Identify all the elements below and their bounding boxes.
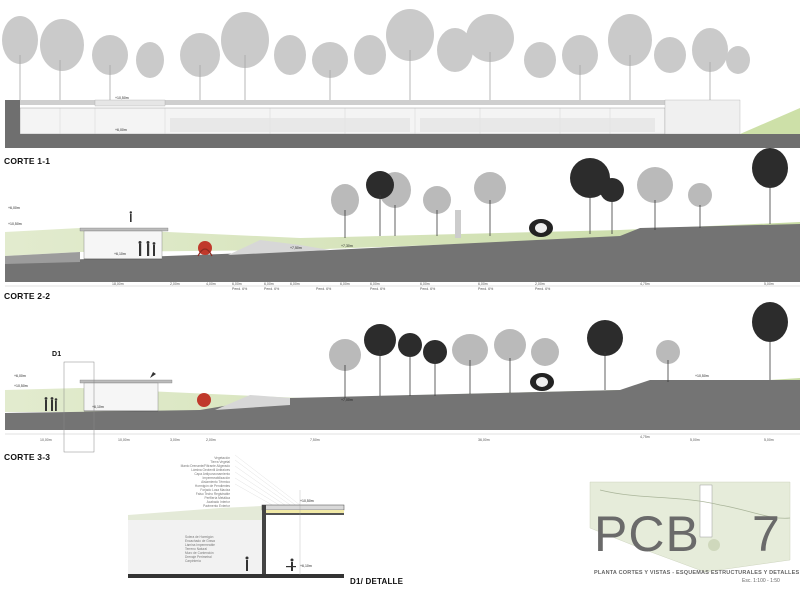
s2-dim-6: 6,00m <box>290 282 300 286</box>
s2-dim-1: 18,00m <box>112 282 124 286</box>
s2-dim-9: 6,00m <box>420 282 430 286</box>
s2-dim-8: 6,00m <box>370 282 380 286</box>
background-tree-band <box>2 9 750 78</box>
section-label-3: CORTE 3-3 <box>4 452 51 462</box>
s2-slope-3: Pend. 6% <box>316 287 332 291</box>
s3-dim-6: 36,00m <box>478 438 490 442</box>
s3-dim-2: 10,00m <box>118 438 130 442</box>
detail-marker-box <box>63 361 95 453</box>
s3-dim-1: 10,00m <box>40 438 52 442</box>
detail-note: Hormigón de Pendientes <box>194 484 230 488</box>
section-2-2-drawing <box>5 148 800 287</box>
s3-dim-8: 5,00m <box>690 438 700 442</box>
detail-note: Tierra Vegetal <box>210 460 230 464</box>
detail-note: Manto Drenante/Filtrante Aligerado <box>180 464 230 468</box>
s3-dim-3: 3,00m <box>170 438 180 442</box>
s2-level-4: +7,30m <box>341 244 353 248</box>
s3-dim-4: 2,00m <box>206 438 216 442</box>
title-subtitle: PLANTA CORTES Y VISTAS - ESQUEMAS ESTRUC… <box>594 570 800 576</box>
s2-level-1: +6,00m <box>8 206 20 210</box>
s3-level-2: +10,50m <box>14 384 28 388</box>
s2-dim-7: 6,00m <box>340 282 350 286</box>
detail-note: Capa Antipunzonamiento <box>194 472 230 476</box>
s2-level-2: +10,50m <box>8 222 22 226</box>
detail-note: Lámina Impermeable <box>185 543 215 547</box>
detail-note: Impermeabilización <box>202 476 230 480</box>
top-level-2: +6,00m <box>115 128 127 132</box>
top-level-1: +10,50m <box>115 96 129 100</box>
s2-dim-2: 2,00m <box>170 282 180 286</box>
section-3-3-ground <box>5 380 800 430</box>
s2-level-3: +6,10m <box>114 252 126 256</box>
s3-level-5: +10,50m <box>695 374 709 378</box>
detail-note: Forjado Losa Maciza <box>200 488 230 492</box>
detail-note: Lámina Geotextil Antiraíces <box>191 468 230 472</box>
title-scale: Esc. 1:100 - 1:50 <box>742 578 780 584</box>
detail-note: Falso Techo Registrable <box>195 492 230 496</box>
section-2-2-ground <box>5 224 800 282</box>
background-tree-trunks <box>19 50 711 100</box>
detail-note: Carpintería <box>185 559 201 563</box>
s2-dim-3: 4,00m <box>206 282 216 286</box>
detail-level-top: +10,50m <box>300 499 314 503</box>
s3-dim-9: 5,00m <box>764 438 774 442</box>
s3-level-3: +7,00m <box>341 398 353 402</box>
detail-d1-drawing <box>128 454 345 578</box>
detail-note: Encachado de Grava <box>185 539 215 543</box>
title-number: 7 <box>752 506 780 562</box>
s2-dim-10: 6,00m <box>478 282 488 286</box>
detail-level-bottom: +6,10m <box>300 564 312 568</box>
top-elevation <box>2 9 800 148</box>
detail-note: Drenaje Perimetral <box>185 555 212 559</box>
detail-note: Pavimento Exterior <box>203 504 230 508</box>
detail-note: Perfilería Metálica <box>204 496 230 500</box>
detail-marker-label: D1 <box>52 351 62 358</box>
detail-notes-lower: Solera de Hormigón Encachado de Grava Lá… <box>185 535 265 563</box>
detail-note: Aislamiento Térmico <box>201 480 230 484</box>
detail-note: Muro de Contención <box>185 551 214 555</box>
s2-slope-4: Pend. 6% <box>370 287 386 291</box>
s2-level-5: +7,50m <box>290 246 302 250</box>
section-3-3-drawing <box>5 302 800 453</box>
site-plan-thumbnail <box>589 481 791 573</box>
section-label-2: CORTE 2-2 <box>4 291 51 301</box>
title-logo: PCB <box>594 506 700 562</box>
s2-slope-6: Pend. 6% <box>478 287 494 291</box>
detail-note: Solera de Hormigón <box>185 535 214 539</box>
s2-slope-2: Pend. 6% <box>264 287 280 291</box>
s3-level-4: +6,10m <box>92 405 104 409</box>
s2-slope-5: Pend. 6% <box>420 287 436 291</box>
s2-dim-4: 6,00m <box>232 282 242 286</box>
roof-band <box>5 100 740 105</box>
s2-dim-13: 5,00m <box>764 282 774 286</box>
s2-slope-1: Pend. 6% <box>232 287 248 291</box>
s2-dim-11: 2,00m <box>535 282 545 286</box>
s2-dim-12: 4,75m <box>640 282 650 286</box>
detail-note: Vegetación <box>214 456 230 460</box>
s3-level-1: +6,00m <box>14 374 26 378</box>
s2-dim-5: 6,00m <box>264 282 274 286</box>
section-label-1: CORTE 1-1 <box>4 156 51 166</box>
detail-label: D1/ DETALLE <box>350 577 404 586</box>
detail-note: Terreno Natural <box>185 547 207 551</box>
s3-dim-7: 4,75m <box>640 435 650 439</box>
s2-slope-7: Pend. 6% <box>535 287 551 291</box>
detail-note: Acabado Interior <box>206 500 230 504</box>
ground-strip <box>5 134 800 148</box>
s3-dim-5: 7,50m <box>310 438 320 442</box>
detail-notes: Vegetación Tierra Vegetal Manto Drenante… <box>150 456 230 508</box>
